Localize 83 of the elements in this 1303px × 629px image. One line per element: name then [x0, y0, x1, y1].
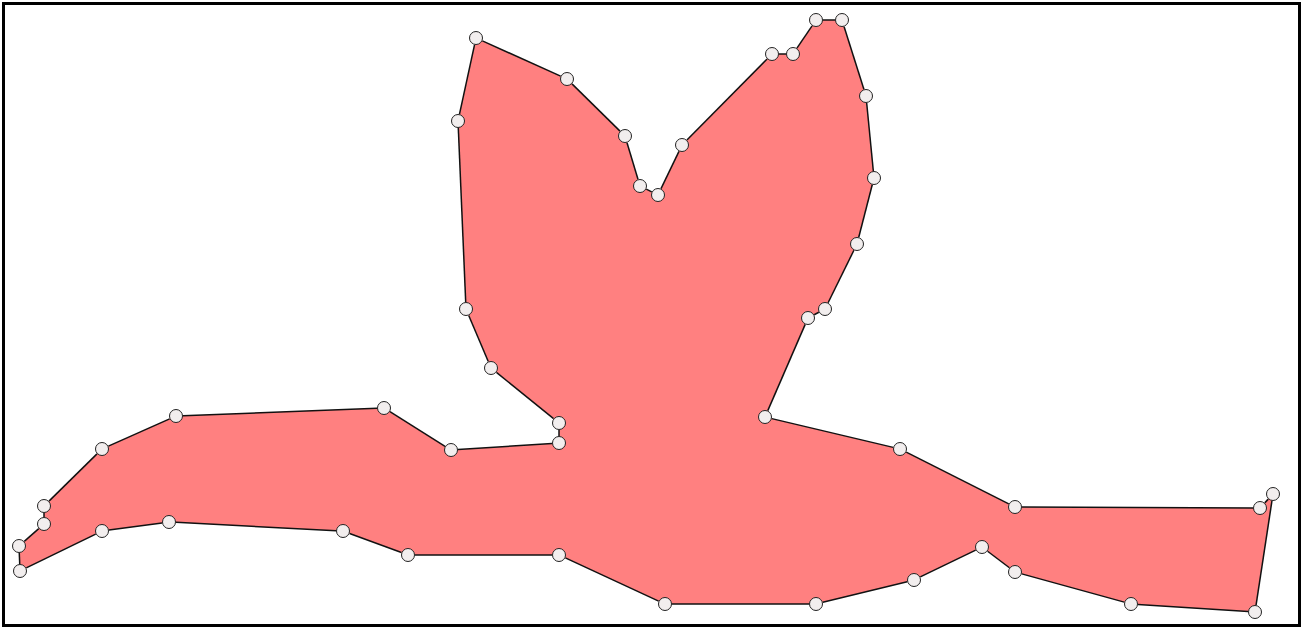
outline-segment — [919, 549, 977, 578]
outline-segment — [1137, 603, 1249, 613]
outline-segment — [1264, 498, 1269, 504]
outline-segment — [571, 83, 621, 132]
outline-segment — [481, 40, 562, 77]
outline-segment — [858, 184, 873, 238]
outline-segment — [843, 25, 865, 91]
vertex-handle — [401, 548, 415, 562]
outline-segment — [48, 453, 98, 502]
outline-segment — [107, 418, 171, 447]
outline-segment — [905, 451, 1010, 505]
vertex-handle — [658, 597, 672, 611]
outline-segment — [457, 442, 553, 451]
outline-segment — [558, 429, 560, 437]
outline-segment — [671, 603, 810, 605]
vertex-handle — [835, 13, 849, 27]
vertex-handle — [893, 442, 907, 456]
outline-segment — [771, 417, 894, 449]
outline-segment — [767, 323, 806, 412]
outline-segment — [822, 580, 908, 604]
outline-segment — [827, 249, 855, 304]
outline-segment — [414, 554, 553, 556]
vertex-handle — [907, 573, 921, 587]
vertex-handle — [37, 517, 51, 531]
vertex-handle — [765, 47, 779, 61]
vertex-handle — [12, 539, 26, 553]
vertex-handle — [786, 47, 800, 61]
outline-segment — [796, 25, 813, 49]
vertex-handle — [469, 31, 483, 45]
vertex-handle — [169, 409, 183, 423]
outline-segment — [686, 58, 768, 141]
outline-segment — [468, 314, 489, 363]
vertex-handle — [1008, 500, 1022, 514]
outline-segment — [645, 188, 653, 193]
outline-segment — [626, 141, 639, 181]
outline-segment — [25, 533, 97, 569]
vertex-handle — [1008, 565, 1022, 579]
vertex-handle — [444, 443, 458, 457]
vertex-handle — [859, 89, 873, 103]
vertex-handle — [37, 499, 51, 513]
vertex-handle — [809, 597, 823, 611]
outline-segment — [43, 512, 45, 518]
outline-segment — [1255, 500, 1273, 606]
outline-segment — [108, 522, 163, 531]
outline-segment — [495, 371, 555, 420]
vertex-handle — [1124, 597, 1138, 611]
vertex-handle — [850, 237, 864, 251]
outline-segment — [1021, 506, 1254, 509]
outline-segment — [865, 102, 875, 172]
vertex-handle — [675, 138, 689, 152]
vertex-handle — [618, 129, 632, 143]
outline-segment — [564, 557, 660, 602]
outline-segment — [813, 311, 820, 316]
outline-segment — [182, 407, 378, 417]
vertex-handle — [162, 515, 176, 529]
vertex-handle — [459, 302, 473, 316]
vertex-handle — [451, 114, 465, 128]
vertex-handle — [1253, 501, 1267, 515]
outline-segment — [822, 19, 836, 21]
vertex-handle — [809, 13, 823, 27]
vertex-handle — [13, 564, 27, 578]
outline-segment — [175, 521, 337, 532]
vertex-handle — [552, 548, 566, 562]
vertex-handle — [867, 171, 881, 185]
vertex-handle — [377, 401, 391, 415]
outline-segment — [986, 550, 1011, 569]
vertex-handle — [95, 442, 109, 456]
vertex-handle — [336, 524, 350, 538]
vertex-handle — [560, 72, 574, 86]
vertex-handle — [651, 188, 665, 202]
vertex-handle — [1248, 605, 1262, 619]
outline-segment — [778, 53, 787, 55]
outline-segment — [23, 527, 40, 543]
vertex-handle — [552, 436, 566, 450]
outline-segment — [348, 532, 403, 554]
outline-segment — [660, 150, 680, 190]
vertex-handle — [1266, 487, 1280, 501]
outline-segment — [458, 44, 476, 115]
vertex-handle — [484, 361, 498, 375]
vertex-handle — [818, 302, 832, 316]
outline-segment — [389, 410, 446, 448]
outline-segment — [457, 127, 467, 303]
outline-segment — [1021, 573, 1125, 603]
